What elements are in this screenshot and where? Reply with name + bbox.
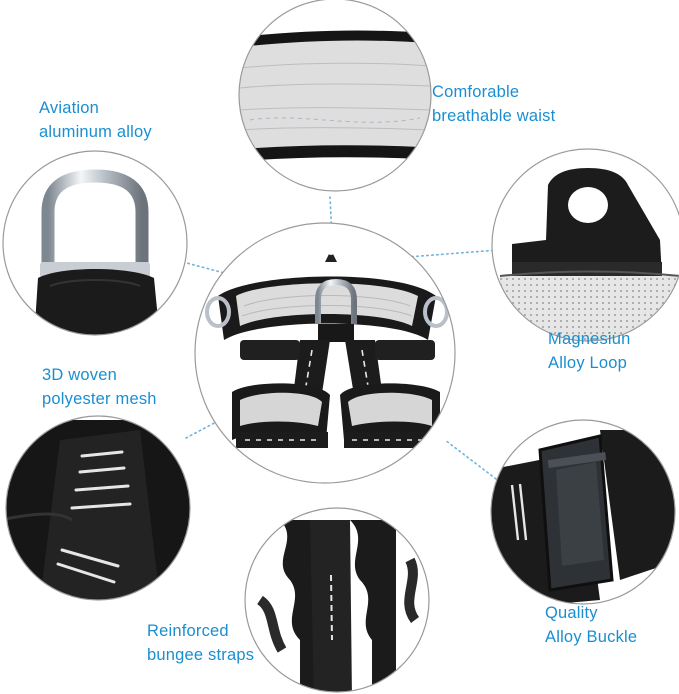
- alloy-buckle-circle-border: [490, 419, 676, 605]
- woven-mesh-photo: [6, 416, 190, 600]
- callout-mesh-line1: 3D woven: [42, 366, 117, 384]
- alloy-loop-circle-border: [491, 148, 679, 342]
- d-ring-photo: [3, 151, 187, 335]
- callout-mesh: 3D woven polyester mesh: [42, 363, 157, 411]
- callout-waist-line1: Comforable: [432, 83, 520, 101]
- callout-buckle: Quality Alloy Buckle: [545, 601, 637, 649]
- center-harness-photo: [195, 223, 455, 483]
- callout-aviation: Aviation aluminum alloy: [39, 96, 152, 144]
- callout-bungee: Reinforced bungee straps: [147, 619, 254, 667]
- callout-buckle-line2: Alloy Buckle: [545, 628, 638, 646]
- callout-loop: Magnesiun Alloy Loop: [548, 327, 631, 375]
- callout-loop-line2: Alloy Loop: [548, 354, 628, 372]
- alloy-buckle-photo: [491, 420, 675, 604]
- woven-mesh-circle-border: [5, 415, 191, 601]
- leader-buckle: [444, 439, 501, 483]
- callout-bungee-line1: Reinforced: [147, 622, 229, 640]
- callout-waist: Comforable breathable waist: [432, 80, 555, 128]
- callout-loop-line1: Magnesiun: [548, 330, 631, 348]
- callout-aviation-line1: Aviation: [39, 99, 100, 117]
- bungee-straps-circle-border: [244, 507, 430, 693]
- callout-bungee-line2: bungee straps: [147, 646, 255, 664]
- center-circle-border: [194, 222, 456, 484]
- callout-mesh-line2: polyester mesh: [42, 390, 157, 408]
- leader-loop: [343, 249, 499, 263]
- waist-padding-photo: [239, 0, 431, 191]
- callout-waist-line2: breathable waist: [432, 107, 556, 125]
- d-ring-circle-border: [2, 150, 188, 336]
- bungee-straps-photo: [245, 508, 429, 692]
- callout-buckle-line1: Quality: [545, 604, 598, 622]
- waist-circle-border: [238, 0, 432, 192]
- callout-aviation-line2: aluminum alloy: [39, 123, 152, 141]
